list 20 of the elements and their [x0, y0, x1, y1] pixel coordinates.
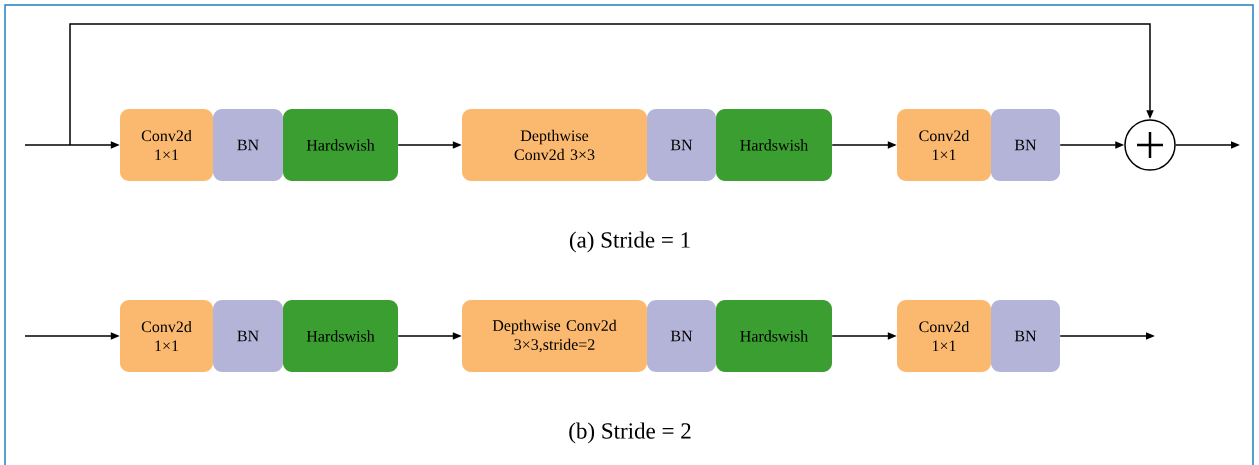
conv-box: Depthwise Conv2d 3×3 [462, 109, 647, 181]
conv-box: Conv2d 1×1 [120, 300, 213, 372]
conv-box: Conv2d 1×1 [897, 109, 991, 181]
conv-box: Conv2d 1×1 [897, 300, 991, 372]
activation-box: Hardswish [716, 300, 832, 372]
batchnorm-box: BN [991, 300, 1060, 372]
caption: (b) Stride = 2 [569, 422, 691, 444]
conv-box: Depthwise Conv2d 3×3,stride=2 [462, 300, 647, 372]
batchnorm-box: BN [647, 109, 716, 181]
conv-box: Conv2d 1×1 [120, 109, 213, 181]
batchnorm-box: BN [991, 109, 1060, 181]
batchnorm-box: BN [647, 300, 716, 372]
activation-box: Hardswish [283, 300, 398, 372]
batchnorm-box: BN [213, 109, 283, 181]
caption: (a) Stride = 1 [569, 231, 690, 253]
arrow [69, 23, 1154, 146]
batchnorm-box: BN [213, 300, 283, 372]
activation-box: Hardswish [716, 109, 832, 181]
activation-box: Hardswish [283, 109, 398, 181]
adder-circle [1124, 119, 1176, 171]
